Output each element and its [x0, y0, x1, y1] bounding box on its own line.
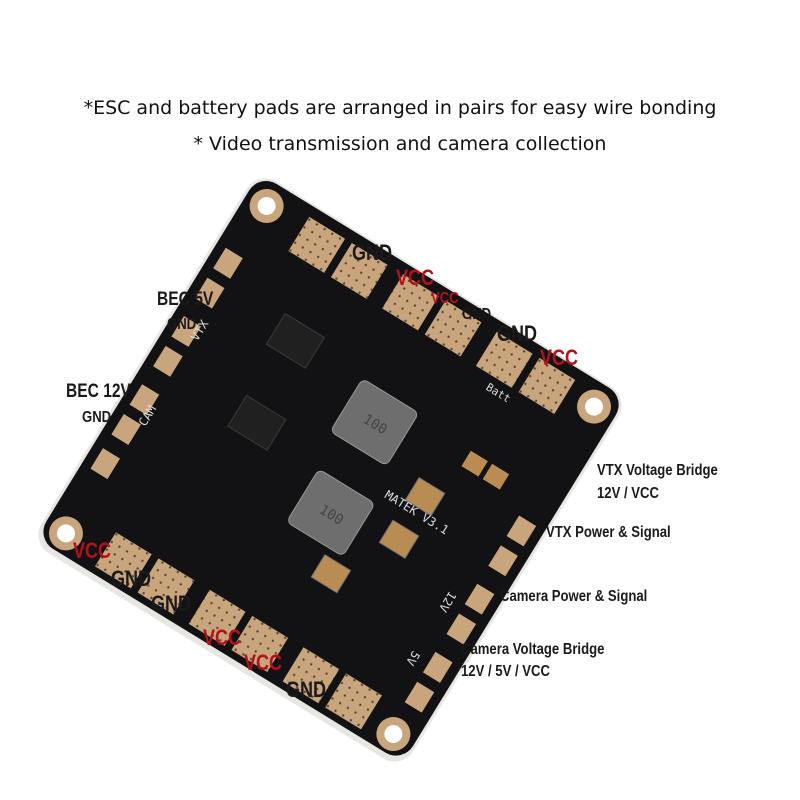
- label-camera-power-signal: Camera Power & Signal: [500, 588, 648, 605]
- inductor: [288, 470, 374, 555]
- capacitor: [378, 519, 420, 559]
- right-edge-pads: [404, 515, 537, 713]
- caption-line-2: * Video transmission and camera collecti…: [193, 133, 607, 155]
- label-top-vcc-3: VCC: [540, 345, 579, 370]
- label-bottom-vcc-1: VCC: [73, 538, 112, 563]
- regulator-chip: [227, 394, 287, 451]
- label-bec-12v-gnd: GND: [82, 409, 112, 426]
- mounting-hole: [48, 516, 83, 551]
- label-vtx-voltage-bridge: VTX Voltage Bridge: [597, 462, 718, 479]
- label-bottom-gnd-3: GND: [286, 677, 327, 702]
- esc-pads-top: [288, 216, 576, 414]
- label-top-gnd-2: GND: [462, 306, 492, 323]
- label-vtx-voltage-bridge-sub: 12V / VCC: [597, 485, 659, 502]
- label-bottom-vcc-2: VCC: [203, 625, 242, 650]
- capacitor: [482, 463, 510, 490]
- label-top-vcc-1: VCC: [396, 265, 435, 290]
- label-bottom-gnd-2: GND: [151, 591, 192, 616]
- mounting-hole: [577, 389, 612, 424]
- inductor: [331, 380, 418, 465]
- capacitor: [310, 554, 352, 594]
- label-camera-voltage-bridge: Camera Voltage Bridge: [461, 641, 605, 658]
- label-bec-12v: BEC 12V: [66, 381, 131, 402]
- label-vtx-power-signal: VTX Power & Signal: [546, 524, 671, 541]
- label-bec-5v: BEC 5V: [157, 289, 214, 310]
- mounting-hole: [376, 717, 411, 752]
- regulator-chip: [265, 312, 326, 369]
- label-bec-5v-gnd: GND: [167, 316, 197, 333]
- pcb-board: MATEK V3.1 VTX CAM 12V 5V Batt 100 100: [38, 178, 622, 762]
- label-top-gnd-3: GND: [497, 321, 538, 346]
- esc-pads-bottom: [94, 532, 382, 730]
- label-camera-voltage-bridge-sub: 12V / 5V / VCC: [461, 663, 550, 680]
- label-top-gnd-1: GND: [352, 240, 393, 265]
- label-bottom-gnd-1: GND: [111, 566, 152, 591]
- capacitor: [461, 450, 488, 477]
- 5v-silkscreen: 5V: [403, 648, 422, 668]
- caption-line-1: *ESC and battery pads are arranged in pa…: [83, 97, 717, 119]
- capacitor: [404, 477, 446, 517]
- label-top-vcc-2: VCC: [431, 290, 459, 307]
- label-bottom-vcc-3: VCC: [244, 650, 283, 675]
- mounting-hole: [249, 188, 284, 223]
- left-edge-pads: [90, 247, 243, 480]
